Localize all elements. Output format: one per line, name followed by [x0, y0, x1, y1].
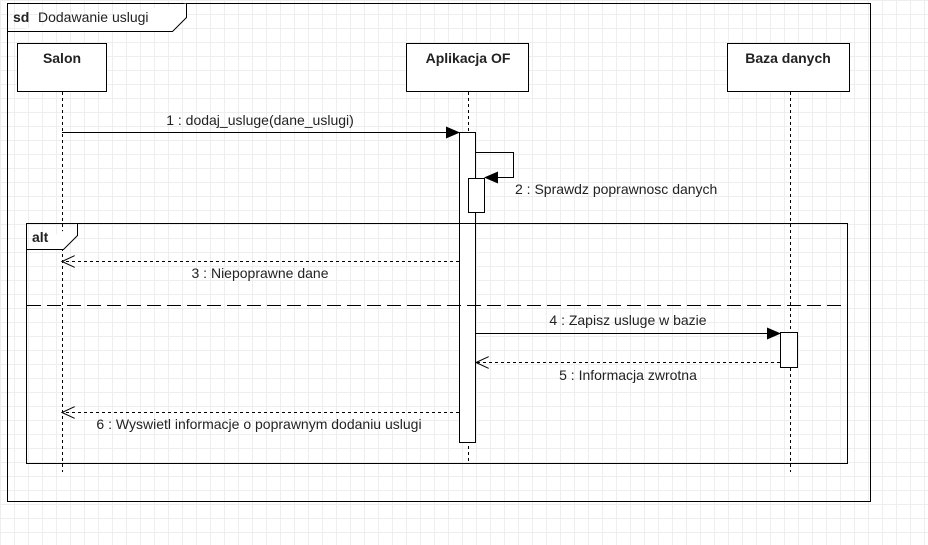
- message-1-label: 1 : dodaj_usluge(dane_uslugi): [166, 112, 354, 128]
- frame-title: Dodawanie uslugi: [38, 9, 149, 25]
- message-5-label: 5 : Informacja zwrotna: [559, 367, 697, 383]
- participant-aplikacja-of[interactable]: Aplikacja OF: [406, 43, 529, 92]
- activation-self-check: [468, 178, 485, 213]
- message-6[interactable]: 6 : Wyswietl informacje o poprawnym doda…: [62, 413, 459, 433]
- participant-baza-danych-label: Baza danych: [745, 50, 831, 66]
- alt-fragment: alt: [26, 223, 848, 464]
- message-3[interactable]: 3 : Niepoprawne dane: [62, 262, 459, 282]
- participant-salon[interactable]: Salon: [17, 43, 107, 92]
- message-3-label: 3 : Niepoprawne dane: [192, 265, 329, 281]
- participant-salon-label: Salon: [43, 50, 81, 66]
- message-1[interactable]: 1 : dodaj_usluge(dane_uslugi): [62, 112, 460, 139]
- participant-aplikacja-of-label: Aplikacja OF: [426, 50, 511, 66]
- message-5[interactable]: 5 : Informacja zwrotna: [476, 363, 780, 384]
- participant-baza-danych[interactable]: Baza danych: [727, 43, 850, 92]
- activation-baza-danych: [780, 332, 798, 368]
- sd-frame: sd Dodawanie uslugi: [7, 3, 871, 502]
- message-4[interactable]: 4 : Zapisz usluge w bazie: [476, 312, 781, 340]
- frame-kind: sd: [13, 9, 29, 25]
- alt-operator: alt: [32, 229, 49, 245]
- message-2[interactable]: 2 : Sprawdz poprawnosc danych: [476, 152, 717, 198]
- message-2-label: 2 : Sprawdz poprawnosc danych: [515, 181, 717, 197]
- message-4-label: 4 : Zapisz usluge w bazie: [549, 312, 706, 328]
- message-6-label: 6 : Wyswietl informacje o poprawnym doda…: [96, 416, 421, 432]
